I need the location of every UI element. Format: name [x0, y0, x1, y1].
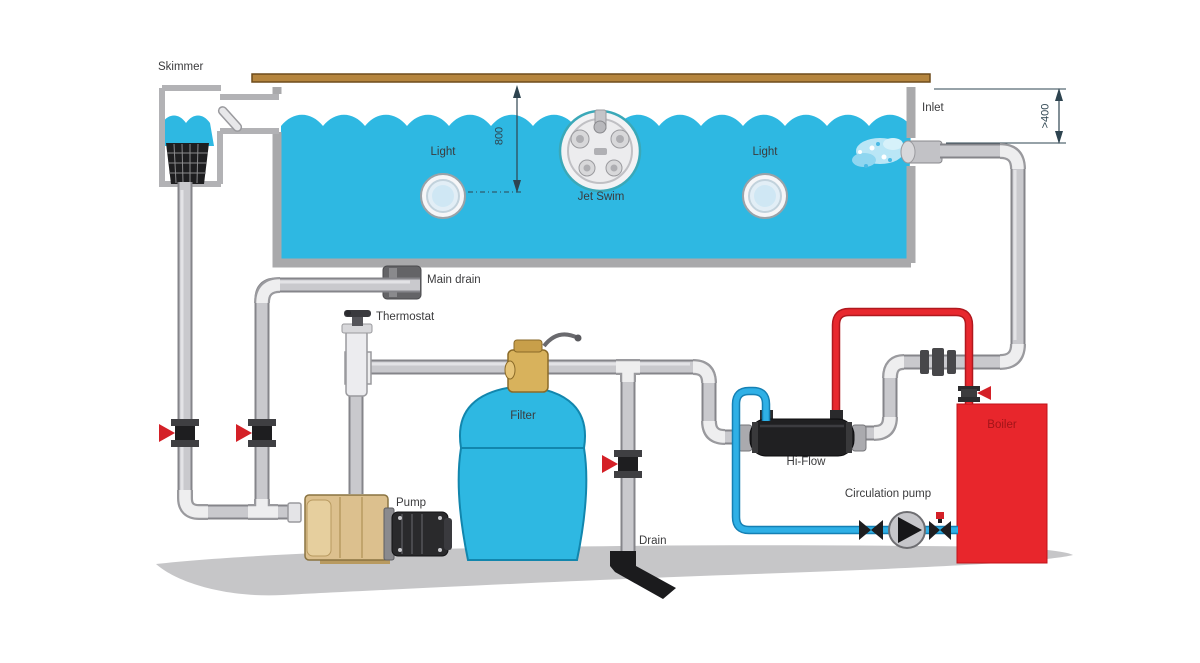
pvc-fittings [177, 143, 1026, 523]
pump-label: Pump [396, 497, 427, 509]
inlet-splash [852, 138, 904, 168]
hi-flow-heat-exchanger [737, 410, 867, 457]
pool-structure [272, 87, 916, 268]
valve-waste-drain-line [602, 450, 642, 478]
skimmer-label: Skimmer [158, 61, 204, 73]
skimmer [159, 85, 279, 187]
dimension-depth-800 [468, 85, 521, 193]
skimmer-weir-flap [217, 106, 243, 132]
filter-tank [457, 384, 588, 561]
thermostat-device [341, 310, 373, 397]
waste-drain-boot [610, 551, 676, 599]
boiler-return-pipe [731, 386, 958, 535]
deck-plank [251, 73, 931, 83]
boiler-label: Boiler [987, 419, 1017, 431]
thermostat-label: Thermostat [376, 311, 435, 323]
inlet-fitting [900, 140, 943, 164]
dimension-800-label: 800 [493, 126, 506, 146]
drain-label: Drain [639, 535, 667, 547]
hi-flow-label: Hi-Flow [786, 456, 826, 468]
valve-skimmer-line [159, 419, 199, 447]
skimmer-water [162, 115, 214, 146]
underwater-light-right [742, 173, 788, 219]
circulation-pump-device [888, 511, 926, 549]
dimension-400-label: >400 [1039, 103, 1052, 129]
valve-main-drain-line [236, 419, 276, 447]
jet-swim-label: Jet Swim [577, 191, 625, 203]
valve-circulation-left [859, 520, 883, 540]
boiler-hot-pipe [831, 307, 974, 424]
circulation-pump-label: Circulation pump [844, 488, 932, 500]
filter-label: Filter [510, 410, 536, 422]
skimmer-basket [166, 143, 209, 184]
valve-circulation-right [929, 512, 951, 540]
pool-pump [304, 494, 452, 564]
underwater-light-left [420, 173, 466, 219]
inlet-label: Inlet [922, 102, 944, 114]
light-left-label: Light [430, 146, 456, 158]
main-drain-label: Main drain [427, 274, 481, 286]
pump-motor [383, 507, 452, 561]
dimension-inlet-400 [934, 88, 1066, 144]
filter-multiport-valve [504, 332, 582, 393]
valve-boiler-supply [958, 386, 991, 402]
union-fitting [920, 348, 956, 376]
light-right-label: Light [752, 146, 778, 158]
jet-swim-unit [558, 109, 642, 193]
boiler-unit [956, 403, 1048, 564]
